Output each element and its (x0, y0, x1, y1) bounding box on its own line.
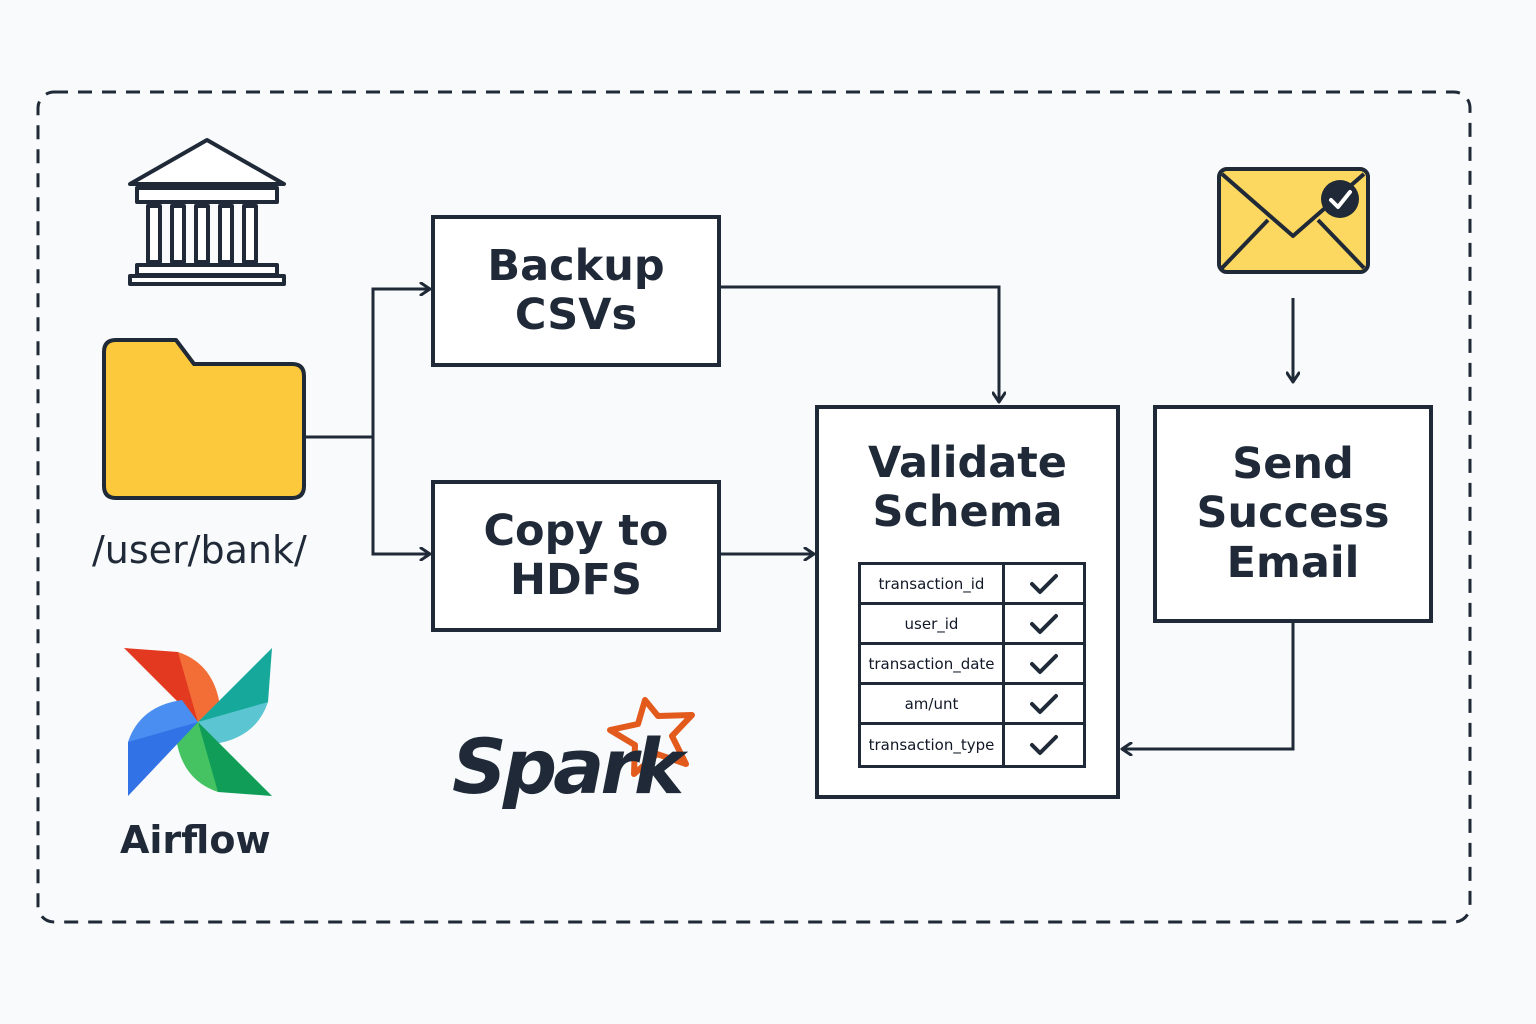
spark-star-icon (607, 697, 695, 777)
schema-field: am/unt (861, 685, 1005, 722)
backup-csvs-label: Backup CSVs (433, 217, 719, 365)
email-line2: Success (1196, 488, 1390, 539)
airflow-pinwheel-icon (124, 648, 272, 796)
checkmark-icon (1005, 685, 1083, 722)
airflow-logo-label: Airflow (120, 818, 271, 862)
table-row: transaction_date (861, 645, 1083, 685)
source-path-label: /user/bank/ (92, 528, 307, 572)
copy-to-hdfs-box (431, 480, 721, 632)
validate-line1: Validate (868, 437, 1067, 488)
copy-to-hdfs-label: Copy to HDFS (433, 482, 719, 630)
bank-icon (128, 138, 286, 286)
table-row: transaction_id (861, 565, 1083, 605)
checkmark-icon (1005, 645, 1083, 682)
checkmark-icon (1005, 725, 1083, 765)
checkmark-icon (1005, 565, 1083, 602)
email-line1: Send (1232, 438, 1354, 489)
copy-line2: HDFS (509, 555, 643, 605)
email-line3: Email (1226, 537, 1360, 588)
table-row: transaction_type (861, 725, 1083, 765)
folder-icon (102, 338, 306, 500)
schema-field: transaction_date (861, 645, 1005, 682)
copy-line1: Copy to (483, 505, 669, 556)
schema-field: transaction_id (861, 565, 1005, 602)
schema-table: transaction_id user_id transaction_date … (858, 562, 1086, 768)
connectors (304, 287, 1293, 749)
dag-boundary (36, 90, 1472, 924)
table-row: am/unt (861, 685, 1083, 725)
schema-field: user_id (861, 605, 1005, 642)
backup-line1: Backup (487, 240, 665, 291)
validate-line2: Schema (872, 487, 1063, 537)
schema-field: transaction_type (861, 725, 1005, 765)
checkmark-icon (1005, 605, 1083, 642)
backup-line2: CSVs (514, 290, 638, 340)
send-email-box (1153, 405, 1433, 623)
spark-logo-label: Spark (452, 722, 684, 811)
table-row: user_id (861, 605, 1083, 645)
send-email-label: Send Success Email (1155, 407, 1431, 621)
backup-csvs-box (431, 215, 721, 367)
envelope-check-icon (1217, 167, 1370, 274)
validate-schema-label: Validate Schema (817, 432, 1118, 544)
